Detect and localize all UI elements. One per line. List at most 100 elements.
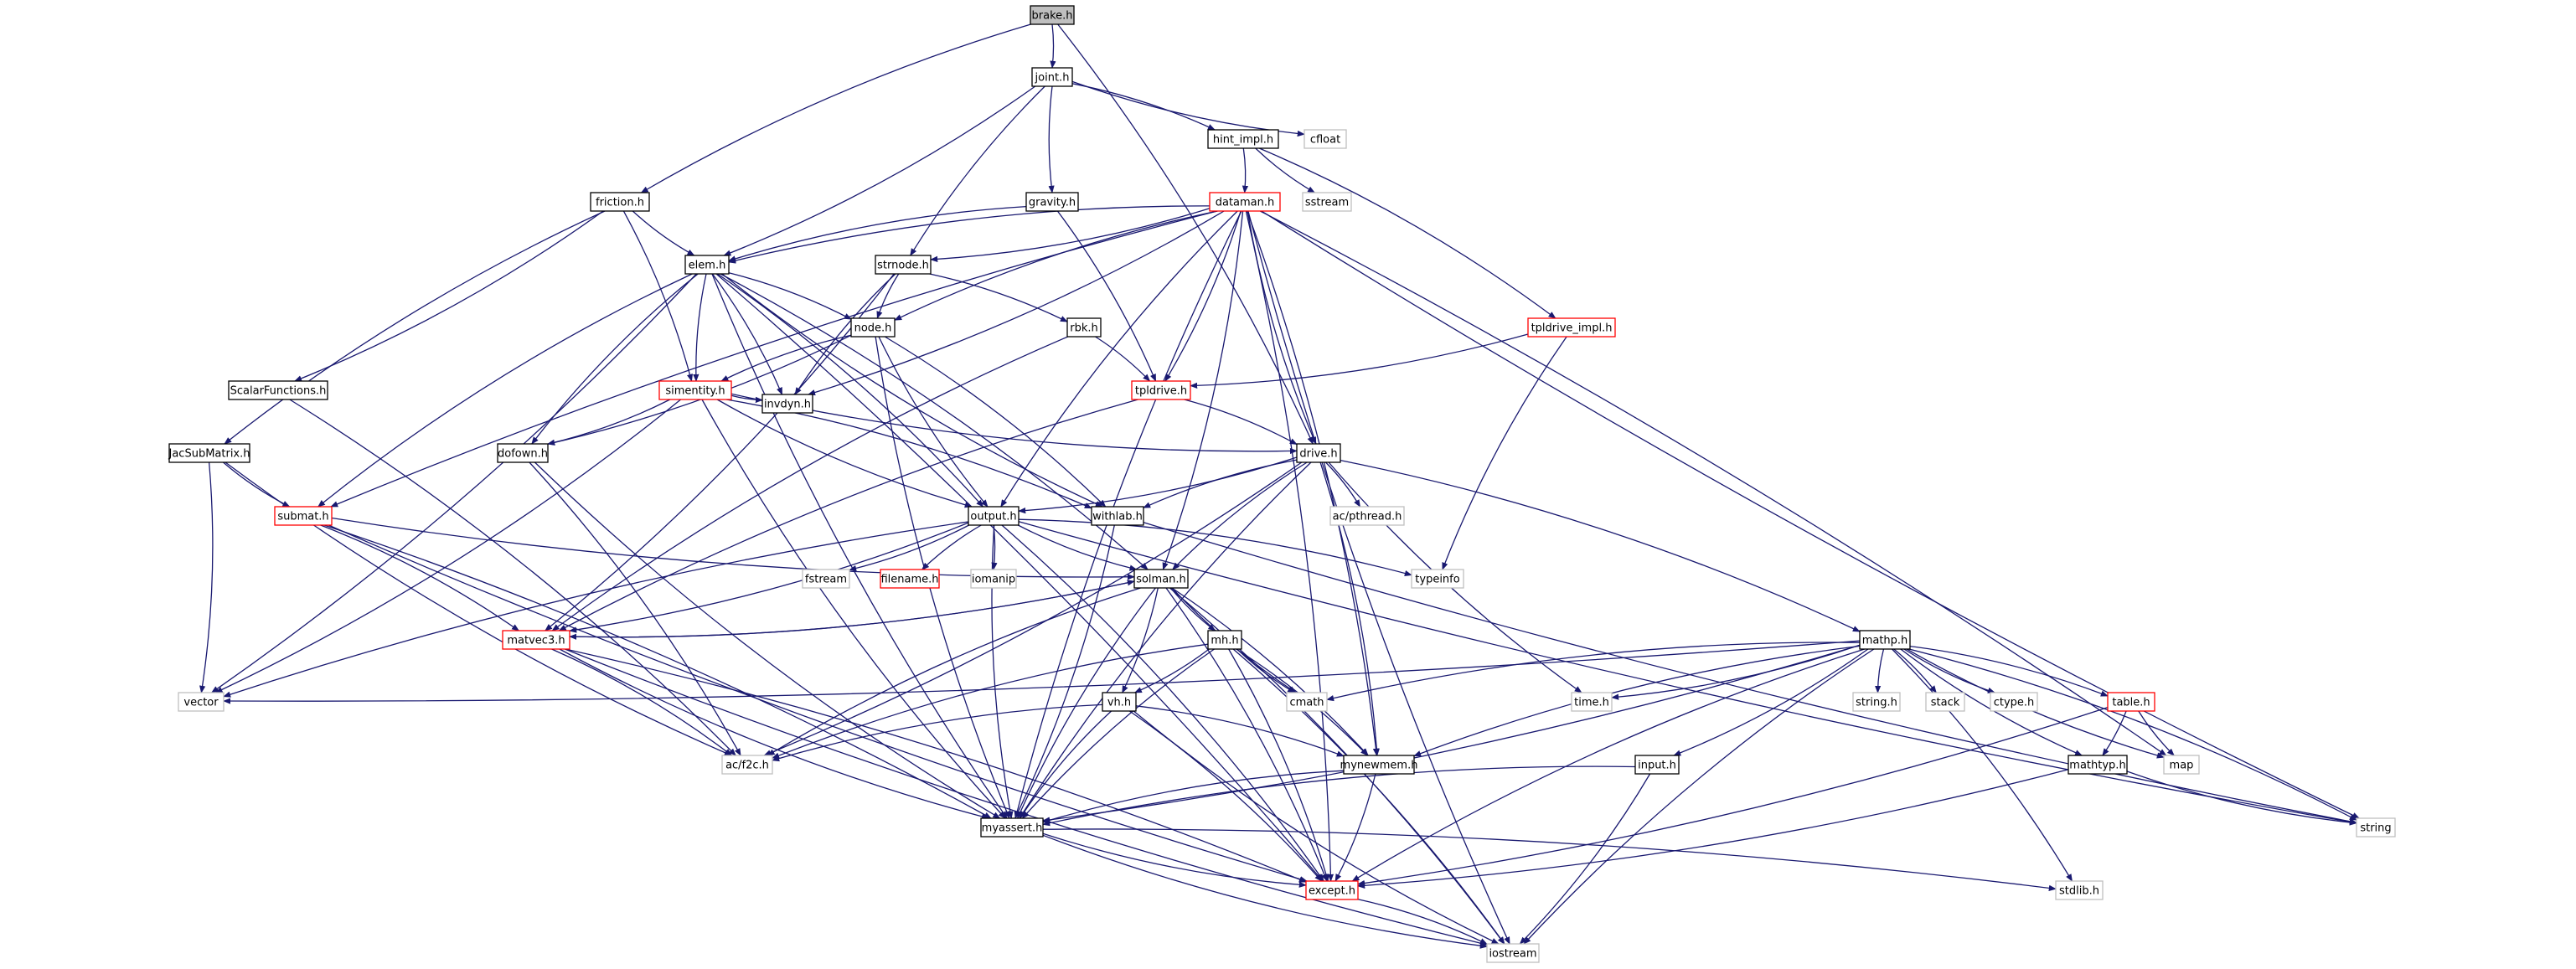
node-cmath[interactable]: cmath: [1286, 692, 1328, 712]
node-vh_h[interactable]: vh.h: [1102, 692, 1137, 712]
edge-elem_h-to-myassert_h: [711, 273, 1008, 819]
node-box: [1030, 5, 1075, 25]
node-label: ac/f2c.h: [725, 760, 769, 772]
node-label: string: [2360, 822, 2391, 835]
node-drive_h[interactable]: drive.h: [1296, 443, 1341, 463]
edge-myassert_h-to-iostream: [1042, 834, 1488, 949]
node-label: withlab.h: [1092, 511, 1143, 523]
edge-output_h-to-matvec3_h: [569, 522, 969, 633]
node-simentity_h[interactable]: simentity.h: [658, 380, 732, 400]
node-rbk_h[interactable]: rbk.h: [1066, 317, 1102, 338]
edge-mh_h-to-myassert_h: [1021, 648, 1215, 819]
edge-solman_h-to-vh_h: [1122, 587, 1159, 693]
edge-strnode_h-to-matvec3_h: [545, 273, 895, 631]
node-mathp_h[interactable]: mathp.h: [1859, 630, 1911, 650]
edge-submat_h-to-matvec3_h: [320, 524, 520, 631]
node-dataman_h[interactable]: dataman.h: [1209, 192, 1281, 212]
node-friction_h[interactable]: friction.h: [590, 192, 650, 212]
node-map[interactable]: map: [2163, 755, 2200, 775]
node-filename_h[interactable]: filename.h: [880, 569, 940, 589]
edge-rbk_h-to-matvec3_h: [551, 336, 1068, 631]
node-box: [590, 192, 650, 212]
node-dofown_h[interactable]: dofown.h: [497, 443, 549, 463]
node-box: [684, 255, 730, 275]
node-gravity_h[interactable]: gravity.h: [1025, 192, 1079, 212]
node-typeinfo[interactable]: typeinfo: [1411, 569, 1464, 589]
nodes-layer: brake.h joint.h cfloat hint_impl.h friction.…: [168, 5, 2396, 963]
node-iomanip[interactable]: iomanip: [970, 569, 1017, 589]
edge-elem_h-to-except_h: [715, 273, 1324, 882]
node-jacsubmatrix_h[interactable]: JacSubMatrix.h: [168, 443, 250, 463]
node-box: [970, 569, 1017, 589]
node-scalarfunctions_h[interactable]: ScalarFunctions.h: [228, 380, 328, 400]
node-solman_h[interactable]: solman.h: [1133, 569, 1189, 589]
edge-friction_h-to-jacsubmatrix_h: [224, 210, 606, 445]
node-tpldrive_h[interactable]: tpldrive.h: [1131, 380, 1191, 400]
node-ctype_h[interactable]: ctype.h: [1990, 692, 2038, 712]
edge-output_h-to-typeinfo: [1018, 518, 1412, 577]
edge-output_h-to-fstream: [849, 524, 969, 572]
node-label: except.h: [1309, 885, 1355, 898]
edge-input_h-to-myassert_h: [1042, 765, 1636, 827]
node-except_h[interactable]: except.h: [1305, 880, 1359, 900]
node-time_h[interactable]: time.h: [1571, 692, 1613, 712]
edge-except_h-to-iostream: [1357, 899, 1488, 945]
edge-withlab_h-to-string: [1143, 522, 2357, 825]
node-mynewmem_h[interactable]: mynewmem.h: [1340, 755, 1418, 775]
node-sstream[interactable]: sstream: [1302, 192, 1352, 212]
node-stdlib_h[interactable]: stdlib.h: [2055, 880, 2104, 900]
edge-dofown_h-to-myassert_h: [534, 461, 1001, 819]
node-label: iomanip: [972, 574, 1015, 586]
edge-drive_h-to-mathp_h: [1340, 459, 1861, 632]
node-hint_impl_h[interactable]: hint_impl.h: [1207, 129, 1279, 149]
edge-mathtyp_h-to-except_h: [1357, 769, 2069, 889]
node-box: [274, 506, 333, 526]
node-vector[interactable]: vector: [178, 692, 225, 712]
edge-joint_h-to-strnode_h: [910, 85, 1045, 256]
node-label: stack: [1931, 697, 1960, 709]
node-string_h[interactable]: string.h: [1852, 692, 1901, 712]
edge-submat_h-to-myassert_h: [323, 524, 992, 819]
node-withlab_h[interactable]: withlab.h: [1091, 506, 1144, 526]
node-strnode_h[interactable]: strnode.h: [875, 255, 932, 275]
node-tpldrive_impl_h[interactable]: tpldrive_impl.h: [1527, 317, 1616, 338]
edge-vh_h-to-except_h: [1129, 710, 1323, 882]
node-mathtyp_h[interactable]: mathtyp.h: [2068, 755, 2128, 775]
node-label: brake.h: [1032, 10, 1073, 23]
node-stack[interactable]: stack: [1925, 692, 1965, 712]
node-label: sstream: [1305, 197, 1349, 209]
edge-dofown_h-to-ac_f2c_h: [529, 461, 741, 756]
node-table_h[interactable]: table.h: [2107, 692, 2155, 712]
node-submat_h[interactable]: submat.h: [274, 506, 333, 526]
node-output_h[interactable]: output.h: [968, 506, 1020, 526]
node-cfloat[interactable]: cfloat: [1303, 129, 1347, 149]
node-joint_h[interactable]: joint.h: [1031, 67, 1073, 87]
edge-dataman_h-to-map: [1260, 210, 2167, 756]
node-myassert_h[interactable]: myassert.h: [980, 817, 1044, 838]
edge-dataman_h-to-tpldrive_h: [1164, 210, 1242, 382]
edge-strnode_h-to-invdyn_h: [794, 273, 896, 395]
node-iostream[interactable]: iostream: [1486, 943, 1540, 963]
node-ac_pthread_h[interactable]: ac/pthread.h: [1329, 506, 1405, 526]
node-elem_h[interactable]: elem.h: [684, 255, 730, 275]
node-label: ctype.h: [1994, 697, 2035, 709]
edge-solman_h-to-mynewmem_h: [1171, 587, 1369, 756]
edge-matvec3_h-to-myassert_h: [559, 648, 989, 820]
node-label: dataman.h: [1216, 197, 1275, 209]
edge-elem_h-to-withlab_h: [721, 273, 1103, 508]
node-brake_h[interactable]: brake.h: [1030, 5, 1075, 25]
node-ac_f2c_h[interactable]: ac/f2c.h: [721, 755, 773, 775]
node-box: [1031, 67, 1073, 87]
edge-dataman_h-to-solman_h: [1162, 210, 1244, 570]
edge-mh_h-to-iostream: [1232, 648, 1505, 945]
edge-brake_h-to-friction_h: [640, 23, 1031, 193]
node-invdyn_h[interactable]: invdyn.h: [761, 394, 813, 414]
node-node_h[interactable]: node.h: [850, 317, 896, 338]
edge-mathp_h-to-stdlib_h: [1892, 648, 2073, 882]
node-mh_h[interactable]: mh.h: [1207, 630, 1242, 650]
node-fstream[interactable]: fstream: [802, 569, 850, 589]
node-label: output.h: [970, 511, 1016, 523]
node-string[interactable]: string: [2356, 817, 2396, 838]
node-input_h[interactable]: input.h: [1634, 755, 1680, 775]
node-matvec3_h[interactable]: matvec3.h: [502, 630, 570, 650]
